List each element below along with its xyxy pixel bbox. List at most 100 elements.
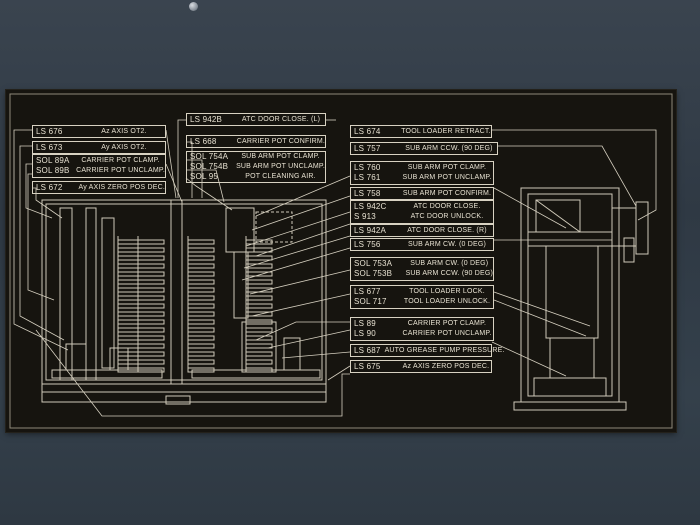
label-code: LS 758 [354, 188, 381, 198]
label-code: SOL 89B [36, 166, 70, 175]
label-code: LS 942B [190, 114, 223, 124]
label-description: CARRIER POT CONFIRM. [236, 137, 325, 145]
label-description: Az AXIS OT2. [101, 127, 147, 135]
label-description: SUB ARM POT CLAMP. [241, 153, 320, 160]
label-descriptions: ATC DOOR CLOSE. ATC DOOR UNLOCK. [397, 202, 493, 222]
label-box-ls757: LS 757 SUB ARM CCW. (90 DEG) [350, 142, 498, 155]
label-description: SUB ARM POT UNCLAMP. [236, 163, 325, 170]
label-code: LS 674 [354, 126, 381, 136]
label-box-ls672: LS 672 Ay AXIS ZERO POS DEC. [32, 181, 166, 194]
label-descriptions: TOOL LOADER RETRACT. [397, 127, 491, 137]
front-view-frame [41, 199, 327, 385]
label-description: SUB ARM CCW. (90 DEG) [405, 270, 493, 277]
label-code: LS 89 [354, 319, 376, 328]
label-descriptions: SUB ARM POT CONFIRM. [397, 189, 493, 199]
label-description: SUB ARM POT CLAMP. [407, 164, 487, 171]
diagram-plate: LS 676 Az AXIS OT2. LS 673 Ay AXIS OT2. SOL … [6, 90, 676, 432]
label-code: LS 942A [354, 225, 387, 235]
label-code: SOL 754B [190, 162, 229, 171]
label-code: LS 942C [354, 202, 387, 211]
label-description: Ay AXIS ZERO POS DEC. [78, 183, 165, 191]
label-codes: LS 674 [351, 127, 397, 137]
label-code: LS 677 [354, 287, 381, 296]
label-codes: LS 758 [351, 189, 397, 199]
label-description: CARRIER POT UNCLAMP. [76, 167, 165, 174]
label-descriptions: CARRIER POT CLAMP. CARRIER POT UNCLAMP. [72, 156, 165, 176]
label-descriptions: ATC DOOR CLOSE. (R) [397, 226, 493, 236]
label-code: LS 761 [354, 173, 381, 182]
label-box-ls673: LS 673 Ay AXIS OT2. [32, 141, 166, 154]
label-description: SUB ARM POT UNCLAMP. [402, 174, 492, 181]
label-code: LS 760 [354, 163, 381, 172]
label-codes: LS 687 [351, 346, 381, 356]
label-description: ATC DOOR CLOSE. (R) [407, 226, 487, 234]
label-codes: LS 942A [351, 226, 397, 236]
label-box-ls942a: LS 942A ATC DOOR CLOSE. (R) [350, 224, 494, 237]
label-code: SOL 753A [354, 259, 393, 268]
label-description: SUB ARM CCW. (90 DEG) [405, 144, 493, 152]
label-codes: LS 757 [351, 144, 397, 154]
label-code: LS 687 [354, 345, 381, 355]
label-code: LS 756 [354, 239, 381, 249]
mounting-screw [189, 2, 198, 11]
label-box-ls942b: LS 942B ATC DOOR CLOSE. (L) [186, 113, 326, 126]
label-code: LS 676 [36, 126, 63, 136]
label-code: LS 673 [36, 142, 63, 152]
label-descriptions: ATC DOOR CLOSE. (L) [233, 115, 325, 125]
label-codes: LS 668 [187, 137, 233, 147]
label-description: ATC DOOR UNLOCK. [410, 213, 484, 220]
label-codes: LS 675 [351, 362, 397, 372]
label-description: Az AXIS ZERO POS DEC. [402, 362, 490, 370]
label-code: LS 675 [354, 361, 381, 371]
label-codes: LS 676 [33, 127, 79, 137]
machine-schematic [9, 93, 673, 429]
label-description: TOOL LOADER RETRACT. [401, 127, 491, 135]
label-description: TOOL LOADER UNLOCK. [403, 298, 491, 305]
label-descriptions: AUTO GREASE PUMP PRESSURE. [381, 346, 505, 356]
label-description: Ay AXIS OT2. [101, 143, 147, 151]
label-codes: LS 756 [351, 240, 397, 250]
label-description: CARRIER POT CLAMP. [407, 320, 487, 327]
label-descriptions: TOOL LOADER LOCK. TOOL LOADER UNLOCK. [397, 287, 493, 307]
label-descriptions: Az AXIS OT2. [79, 127, 165, 137]
label-code: LS 672 [36, 182, 63, 192]
label-descriptions: SUB ARM CCW. (90 DEG) [397, 144, 497, 154]
label-description: CARRIER POT UNCLAMP. [402, 330, 492, 337]
label-descriptions: CARRIER POT CONFIRM. [233, 137, 325, 147]
label-description: POT CLEANING AIR. [245, 173, 316, 180]
label-codes: LS 942B [187, 115, 233, 125]
label-code: S 913 [354, 212, 376, 221]
label-description: SUB ARM POT CONFIRM. [402, 189, 492, 197]
label-code: SOL 717 [354, 297, 387, 306]
label-description: CARRIER POT CLAMP. [81, 157, 160, 164]
label-box-ls676: LS 676 Az AXIS OT2. [32, 125, 166, 138]
label-codes: LS 673 [33, 143, 79, 153]
label-description: TOOL LOADER LOCK. [409, 288, 485, 295]
label-descriptions: SUB ARM POT CLAMP. SUB ARM POT UNCLAMP. PO… [232, 152, 325, 182]
label-descriptions: Ay AXIS OT2. [79, 143, 165, 153]
label-descriptions: Ay AXIS ZERO POS DEC. [74, 183, 165, 193]
label-box-ls756: LS 756 SUB ARM CW. (0 DEG) [350, 238, 494, 251]
label-description: ATC DOOR CLOSE. (L) [241, 115, 321, 123]
label-code: SOL 754A [190, 152, 229, 161]
label-descriptions: CARRIER POT CLAMP. CARRIER POT UNCLAMP. [397, 319, 493, 339]
label-code: SOL 753B [354, 269, 393, 278]
label-description: ATC DOOR CLOSE. [413, 203, 481, 210]
label-code: SOL 89A [36, 156, 70, 165]
label-descriptions: SUB ARM POT CLAMP. SUB ARM POT UNCLAMP. [397, 163, 493, 183]
label-description: SUB ARM CW. (0 DEG) [407, 240, 487, 248]
